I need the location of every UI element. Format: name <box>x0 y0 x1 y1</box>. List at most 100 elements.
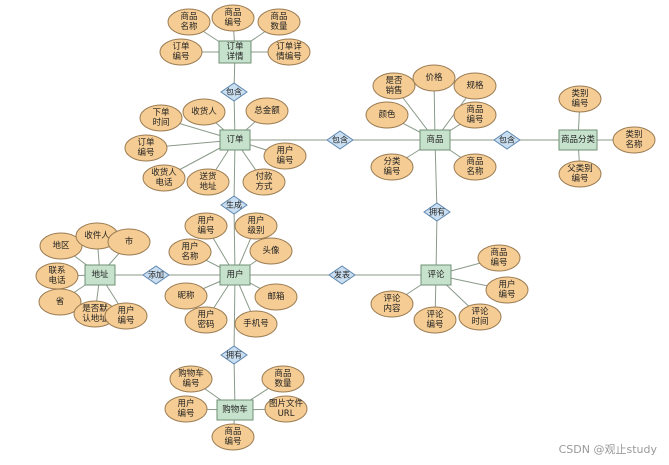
attribute-user-5: 邮箱 <box>254 283 298 311</box>
edge-product-has_comment <box>434 139 438 213</box>
watermark-text: CSDN @观止study <box>558 443 657 456</box>
attribute-label: 数量 <box>270 21 288 32</box>
relationship-diamond <box>220 82 248 102</box>
attribute-ellipse <box>485 276 529 304</box>
attribute-label: 编号 <box>182 378 199 389</box>
entity-label: 商品分类 <box>561 134 596 145</box>
attribute-label: 图片文件 <box>269 398 304 409</box>
relationship-publishes: 发表 <box>328 265 356 285</box>
attribute-label: 收件人 <box>84 230 110 241</box>
entity-box <box>420 264 452 286</box>
relationship-adds: 添加 <box>142 265 170 285</box>
attribute-label: 用户 <box>181 241 198 252</box>
attribute-label: 收货人 <box>191 106 217 117</box>
attribute-ellipse <box>234 212 278 240</box>
attribute-label: 邮箱 <box>267 291 285 302</box>
attribute-ellipse <box>184 306 228 334</box>
attribute-label: 商品 <box>490 247 507 258</box>
relationship-diamond <box>220 345 248 365</box>
attribute-label: 名称 <box>466 166 484 177</box>
edge-user-has_cart <box>233 274 236 356</box>
relationship-diamond <box>493 130 521 150</box>
attribute-address-4: 省 <box>38 288 82 316</box>
entity-category: 商品分类 <box>558 129 598 151</box>
attribute-label: 商品 <box>466 156 483 167</box>
attribute-label: 付款 <box>255 171 273 182</box>
attribute-ellipse <box>254 283 298 311</box>
edge-order-generates <box>233 139 236 206</box>
relationship-has_cart: 拥有 <box>220 345 248 365</box>
attribute-label: 电话 <box>155 177 173 188</box>
attribute-ellipse <box>169 365 213 393</box>
attribute-label: 商品 <box>224 7 241 18</box>
attribute-ellipse <box>612 126 656 154</box>
attribute-label: 总金额 <box>254 105 280 116</box>
attribute-ellipse <box>370 153 414 181</box>
entity-cart: 购物车 <box>216 399 254 421</box>
attribute-label: 销售 <box>385 85 402 96</box>
attribute-ellipse <box>264 395 308 423</box>
attribute-ellipse <box>234 310 278 338</box>
attribute-label: 颜色 <box>378 109 396 120</box>
relationship-generates: 生成 <box>220 195 248 215</box>
edges-layer <box>56 17 634 438</box>
entity-label: 评论 <box>427 269 445 280</box>
attribute-ellipse <box>182 98 226 126</box>
attribute-label: 商品 <box>270 11 287 22</box>
attribute-label: 市 <box>125 236 134 247</box>
attribute-label: 用户 <box>498 279 515 290</box>
attribute-label: 用户 <box>117 305 134 316</box>
entity-label: 地址 <box>91 269 109 280</box>
attribute-ellipse <box>370 290 414 318</box>
entity-label: 购物车 <box>222 404 248 415</box>
attribute-ellipse <box>184 212 228 240</box>
entity-label: 订单 <box>226 41 244 52</box>
attribute-label: 用户 <box>197 215 214 226</box>
attribute-label: 省 <box>56 296 65 307</box>
attribute-ellipse <box>365 101 409 129</box>
attribute-label: 编号 <box>137 147 154 158</box>
attribute-label: 方式 <box>255 181 273 192</box>
entity-user: 用户 <box>219 264 251 286</box>
entity-box <box>218 40 252 64</box>
attribute-label: 编号 <box>466 114 483 125</box>
attribute-ellipse <box>558 85 602 113</box>
attribute-ellipse <box>477 244 521 272</box>
relationship-contains_detail: 包含 <box>220 82 248 102</box>
attribute-label: 时间 <box>471 316 488 327</box>
entity-box <box>219 264 251 286</box>
attribute-ellipse <box>453 101 497 129</box>
entity-box <box>84 264 116 286</box>
attribute-ellipse <box>211 423 255 451</box>
entity-box <box>219 129 251 151</box>
attribute-product-2: 规格 <box>453 72 497 100</box>
attribute-label: 类别 <box>571 88 588 99</box>
attribute-label: 送货 <box>199 171 217 182</box>
entity-product: 商品 <box>419 129 451 151</box>
attribute-label: 商品 <box>224 426 241 437</box>
attribute-label: 级别 <box>247 225 264 236</box>
attribute-ellipse <box>104 302 148 330</box>
attribute-order-2: 总金额 <box>245 97 289 125</box>
attribute-label: 评论 <box>426 309 444 320</box>
attribute-ellipse <box>211 4 255 32</box>
attribute-ellipse <box>267 38 311 66</box>
attribute-product-3: 颜色 <box>365 101 409 129</box>
attribute-label: 时间 <box>152 117 169 128</box>
relationship-label: 添加 <box>148 270 164 280</box>
entity-label: 用户 <box>226 269 243 280</box>
attribute-ellipse <box>164 282 208 310</box>
